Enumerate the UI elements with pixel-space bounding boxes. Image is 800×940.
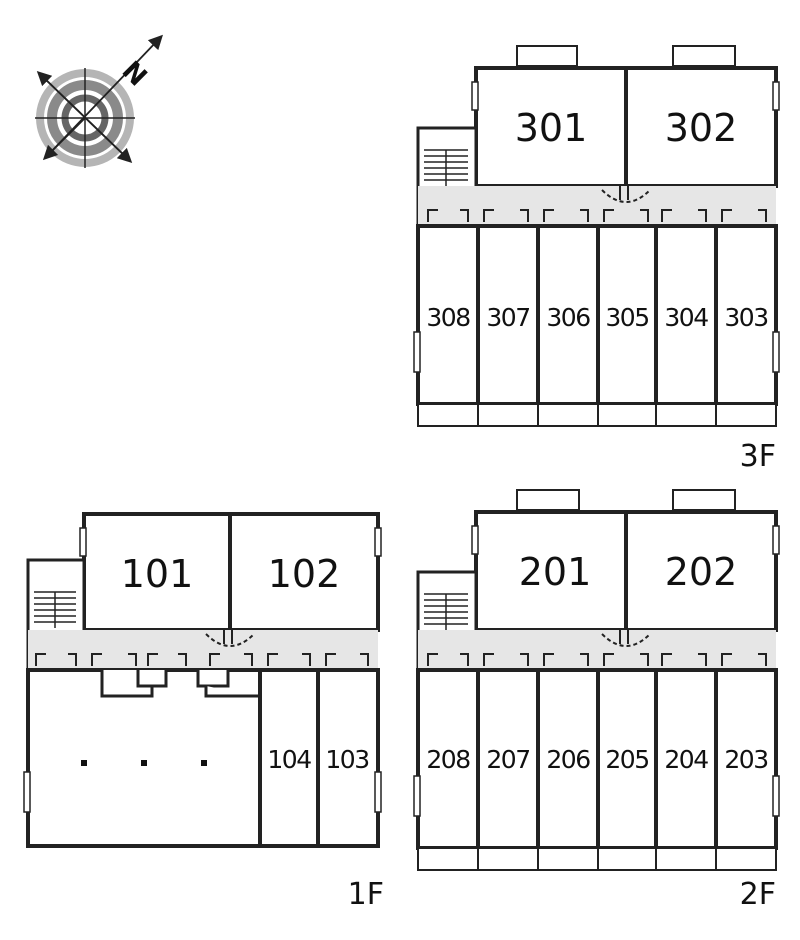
floor-3f: 301 302 308 307 306 305 304 303 3F [413,45,780,474]
unit-label-201: 201 [519,550,592,594]
floor-label-1f: 1F [348,877,384,912]
unit-label-202: 202 [665,550,738,594]
unit-label-104: 104 [267,745,311,774]
unit-label-203: 203 [724,745,767,774]
unit-label-207: 207 [486,745,529,774]
unit-label-102: 102 [268,552,341,596]
unit-label-307: 307 [486,303,529,332]
unit-label-306: 306 [546,303,590,332]
floor-2f: 201 202 208 207 206 205 204 203 2F [413,489,780,912]
unit-label-205: 205 [605,745,648,774]
unit-label-304: 304 [664,303,708,332]
unit-label-208: 208 [426,745,470,774]
unit-label-308: 308 [426,303,470,332]
unit-label-206: 206 [546,745,590,774]
unit-label-101: 101 [121,552,194,596]
unit-label-305: 305 [605,303,648,332]
unit-label-103: 103 [325,745,368,774]
compass-icon: N [35,34,163,168]
floor-1f: 101 102 104 103 1F [23,512,384,912]
floor-label-2f: 2F [740,877,776,912]
unit-label-301: 301 [515,106,588,150]
unit-label-204: 204 [664,745,708,774]
unit-label-302: 302 [665,106,738,150]
floor-label-3f: 3F [740,439,776,474]
unit-label-303: 303 [724,303,767,332]
